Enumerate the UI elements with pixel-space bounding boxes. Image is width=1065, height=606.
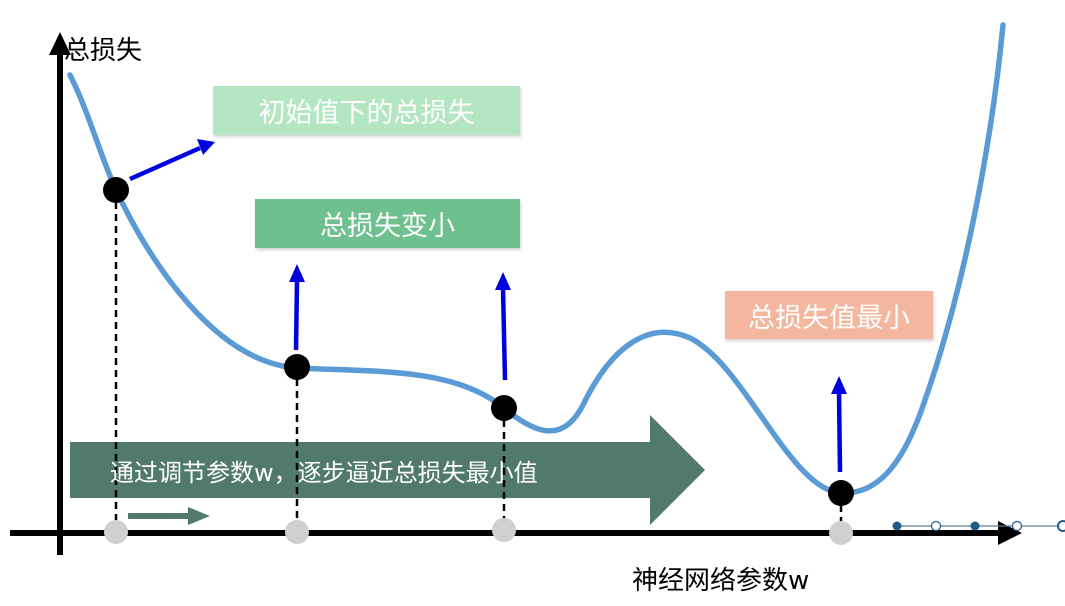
arrow-point-4 [831, 376, 847, 473]
axis-end-dots [892, 520, 1065, 532]
y-axis-label: 总损失 [64, 36, 143, 66]
curve-point-2 [284, 354, 310, 380]
arrow-initial [129, 139, 215, 182]
curve-points [103, 177, 854, 506]
x-axis [10, 521, 1022, 545]
arrow-point-3 [495, 272, 511, 381]
x-marker-3 [492, 518, 516, 542]
x-axis-label: 神经网络参数w [632, 566, 810, 596]
curve-point-3 [491, 395, 517, 421]
y-axis [49, 32, 71, 555]
x-axis-markers [104, 518, 853, 545]
x-marker-4 [829, 521, 853, 545]
small-progress-arrow [128, 507, 210, 525]
curve-point-initial [103, 177, 129, 203]
progress-banner-arrow [70, 415, 705, 525]
x-marker-1 [104, 520, 128, 544]
arrow-point-2 [289, 264, 305, 351]
callout-loss-decreases: 总损失变小 [255, 199, 520, 248]
banner-text: 通过调节参数w，逐步逼近总损失最小值 [110, 458, 538, 487]
direction-arrows [129, 139, 847, 473]
x-marker-2 [285, 520, 309, 544]
callout-initial-loss: 初始值下的总损失 [213, 86, 520, 135]
curve-point-min [828, 480, 854, 506]
loss-curve [67, 22, 1006, 496]
callout-min-loss: 总损失值最小 [725, 291, 933, 339]
